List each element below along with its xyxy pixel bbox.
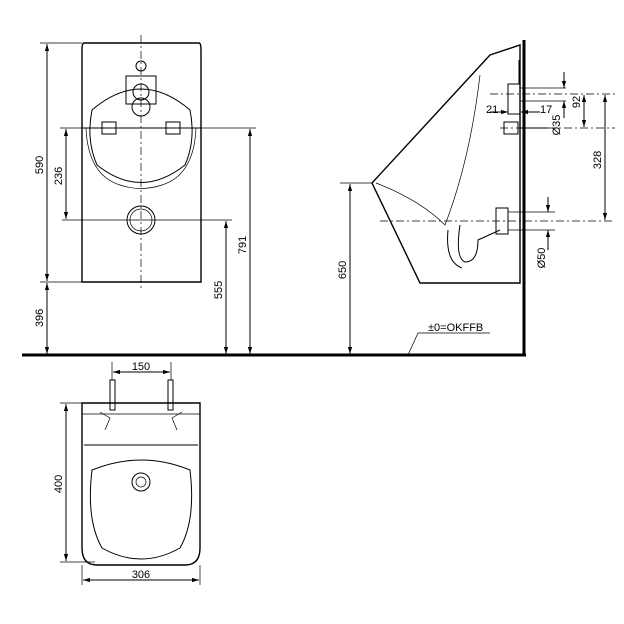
- side-view: 21 17 Ø35 92 328 Ø50 650 ±0=OKFFB: [337, 44, 615, 356]
- dim-label-diameter-50: Ø50: [536, 248, 548, 269]
- top-view: 150 400 306: [53, 361, 201, 585]
- dim-label-791: 791: [237, 236, 249, 254]
- dim-label-590: 590: [34, 156, 46, 174]
- dim-label-92: 92: [571, 96, 583, 108]
- dim-label-650: 650: [337, 261, 349, 279]
- floor-reference-label: ±0=OKFFB: [428, 322, 483, 334]
- dim-label-236: 236: [53, 167, 65, 185]
- dim-label-555: 555: [213, 281, 225, 299]
- dim-label-21: 21: [486, 104, 498, 116]
- dim-label-400: 400: [53, 475, 65, 493]
- dim-label-17: 17: [540, 104, 552, 116]
- dim-label-306: 306: [132, 569, 150, 581]
- dim-label-diameter-35: Ø35: [551, 115, 563, 136]
- dim-label-396: 396: [34, 309, 46, 327]
- front-view: 590 396 236 555 791: [34, 35, 256, 354]
- dim-label-150: 150: [132, 361, 150, 373]
- dim-label-328: 328: [592, 151, 604, 169]
